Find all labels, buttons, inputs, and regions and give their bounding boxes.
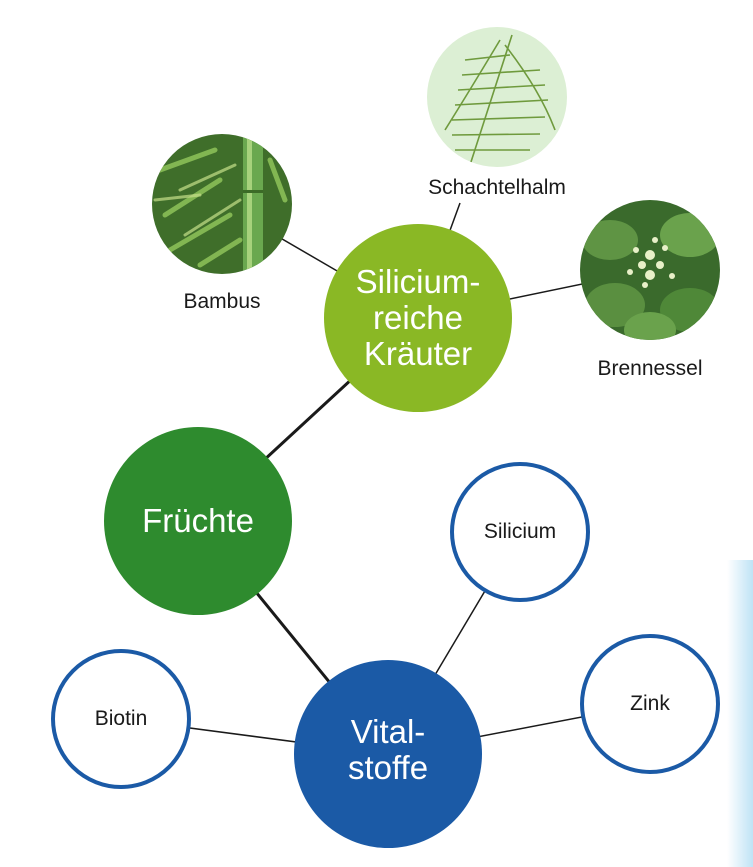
silicium-label: Silicium xyxy=(483,520,557,543)
herbs-label-line-2: reiche xyxy=(373,299,463,336)
vital-hub-circle xyxy=(294,660,482,848)
zinc-label: Zink xyxy=(630,692,670,715)
vital-hub-label: Vital- stoffe xyxy=(348,714,428,786)
bamboo-label: Bambus xyxy=(183,290,261,313)
horsetail-label: Schachtelhalm xyxy=(428,176,566,199)
zinc-circle xyxy=(580,634,720,774)
biotin-label: Biotin xyxy=(94,707,148,730)
herbs-label-line-1: Silicium- xyxy=(355,263,481,300)
fruits-hub-circle xyxy=(104,427,292,615)
herbs-hub-label: Silicium- reiche Kräuter xyxy=(356,264,481,372)
fruits-hub-label: Früchte xyxy=(142,502,254,539)
edge-gradient-strip xyxy=(727,560,753,867)
vital-label-line-2: stoffe xyxy=(347,749,429,786)
horsetail-photo xyxy=(427,27,567,167)
nettle-label: Brennessel xyxy=(597,357,703,380)
bamboo-photo xyxy=(152,134,292,274)
biotin-circle xyxy=(51,649,191,789)
nettle-photo xyxy=(580,200,720,340)
herbs-hub-circle xyxy=(324,224,512,412)
herbs-label-line-3: Kräuter xyxy=(363,335,473,372)
vital-label-line-1: Vital- xyxy=(350,713,426,750)
silicium-circle xyxy=(450,462,590,602)
